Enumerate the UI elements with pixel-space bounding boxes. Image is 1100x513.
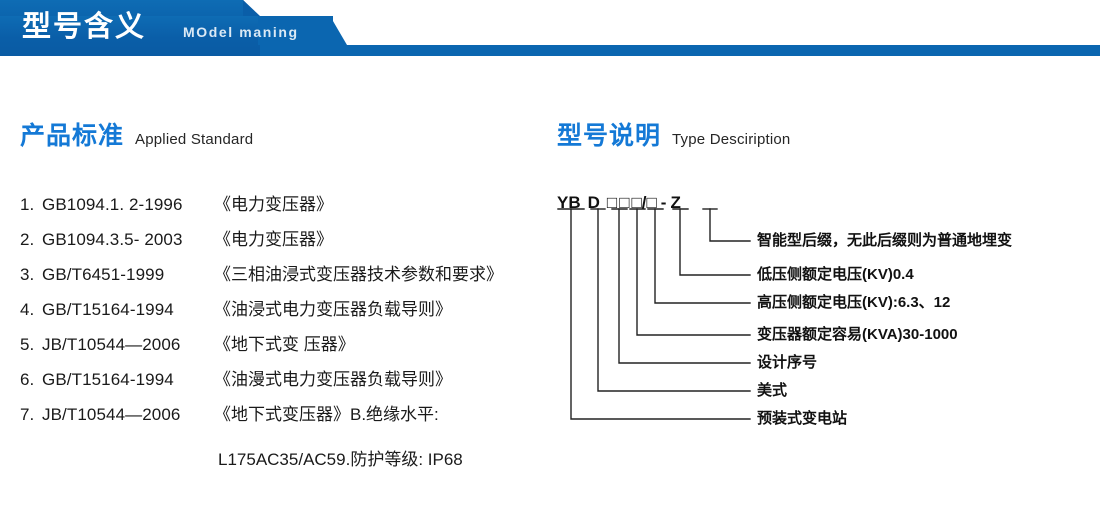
banner-mid-fill	[258, 16, 333, 45]
standard-title: 《三相油浸式变压器技术参数和要求》	[214, 265, 503, 284]
leader-lines	[557, 208, 751, 420]
section-heading-type: 型号说明 Type Desciription	[557, 116, 790, 152]
leader-2	[679, 208, 751, 276]
section-heading-type-cn: 型号说明	[557, 122, 662, 150]
code-part-box2: □	[619, 193, 630, 212]
standard-code: JB/T10544—2006	[42, 405, 181, 424]
leader-1	[709, 208, 751, 242]
list-item: 7. JB/T10544—2006 《地下式变压器》B.绝缘水平:	[20, 400, 550, 435]
section-heading-standard-en: Applied Standard	[135, 131, 254, 148]
section-heading-standard: 产品标准 Applied Standard	[20, 116, 253, 152]
standards-list: 1. GB1094.1. 2-1996 《电力变压器》 2. GB1094.3.…	[20, 190, 550, 435]
code-part-yb: YB	[557, 193, 581, 212]
list-item: 1. GB1094.1. 2-1996 《电力变压器》	[20, 190, 550, 225]
model-label-prefab-substation: 预装式变电站	[757, 410, 848, 427]
leader-3	[654, 208, 751, 304]
leader-5	[618, 208, 751, 364]
standard-index: 6.	[20, 370, 35, 389]
standard-title: 《油漫式电力变压器负载导则》	[214, 370, 452, 389]
model-label-design-serial: 设计序号	[757, 354, 818, 371]
code-part-box4: □	[646, 193, 657, 212]
leader-4	[636, 208, 751, 336]
standard-code: JB/T10544—2006	[42, 335, 181, 354]
standard-index: 4.	[20, 300, 35, 319]
banner-shape	[0, 0, 1100, 56]
standard-code: GB/T15164-1994	[42, 370, 174, 389]
code-part-box3: □	[631, 193, 642, 212]
standard-index: 3.	[20, 265, 35, 284]
standard-title: 《地下式变压器》B.绝缘水平:	[214, 405, 439, 424]
model-label-american-style: 美式	[757, 382, 788, 399]
section-heading-standard-cn: 产品标准	[20, 122, 125, 150]
banner-right-bar	[346, 45, 1100, 56]
standard-code: GB/T6451-1999	[42, 265, 165, 284]
code-part-d: D	[587, 193, 600, 212]
banner-diagonal-2	[330, 16, 347, 45]
standards-extra-line: L175AC35/AC59.防护等级: IP68	[218, 450, 463, 469]
standard-index: 7.	[20, 405, 35, 424]
list-item: 6. GB/T15164-1994 《油漫式电力变压器负载导则》	[20, 365, 550, 400]
leader-7	[570, 208, 751, 420]
code-part-box1: □	[606, 193, 618, 212]
standard-title: 《油浸式电力变压器负载导则》	[214, 300, 452, 319]
model-label-lv-voltage: 低压侧额定电压(KV)0.4	[757, 266, 914, 283]
model-label-rated-capacity: 变压器额定容易(KVA)30-1000	[757, 326, 958, 343]
banner-diagonal-1	[243, 0, 260, 16]
leader-6	[597, 208, 751, 392]
code-part-slash: /	[641, 193, 647, 212]
standard-index: 2.	[20, 230, 35, 249]
model-label-hv-voltage: 高压侧额定电压(KV):6.3、12	[757, 294, 951, 311]
standard-code: GB1094.1. 2-1996	[42, 195, 183, 214]
page-header-banner: 型号含义 MOdel maning	[0, 0, 1100, 56]
standard-index: 5.	[20, 335, 35, 354]
list-item: 3. GB/T6451-1999 《三相油浸式变压器技术参数和要求》	[20, 260, 550, 295]
standard-title: 《电力变压器》	[214, 195, 333, 214]
standard-code: GB/T15164-1994	[42, 300, 174, 319]
list-item: 2. GB1094.3.5- 2003 《电力变压器》	[20, 225, 550, 260]
code-part-dash: -	[660, 193, 667, 212]
banner-left-fill	[0, 16, 260, 56]
section-heading-type-en: Type Desciription	[672, 131, 791, 148]
model-label-smart-suffix: 智能型后缀，无此后缀则为普通地埋变	[757, 232, 1013, 249]
list-item: 4. GB/T15164-1994 《油浸式电力变压器负载导则》	[20, 295, 550, 330]
standard-title: 《地下式变 压器》	[214, 335, 355, 354]
standard-index: 1.	[20, 195, 35, 214]
standard-code: GB1094.3.5- 2003	[42, 230, 183, 249]
list-item: 5. JB/T10544—2006 《地下式变 压器》	[20, 330, 550, 365]
standard-title: 《电力变压器》	[214, 230, 333, 249]
code-part-z: Z	[670, 193, 681, 212]
